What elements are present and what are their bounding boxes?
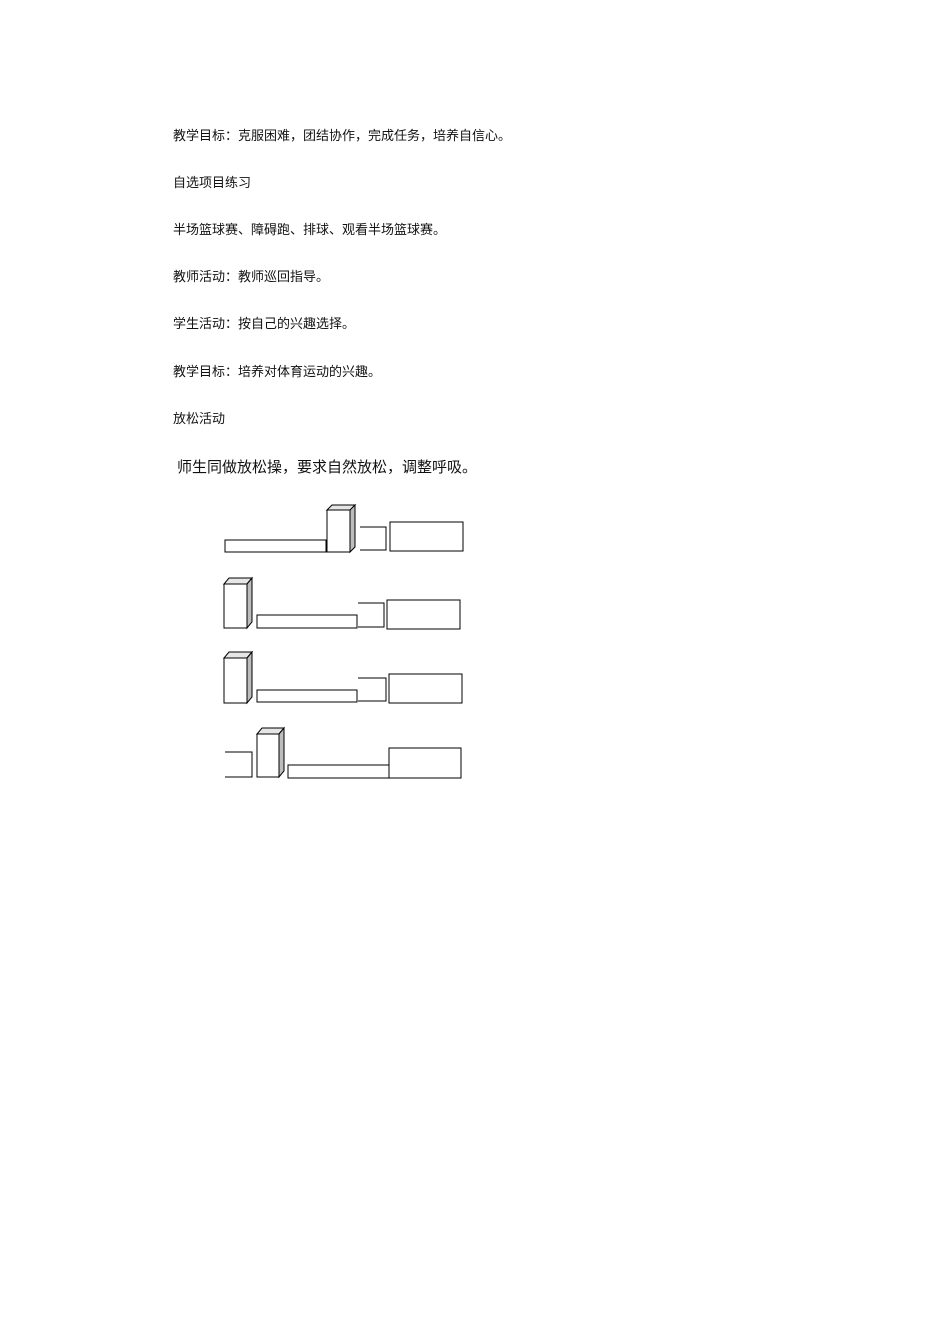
diagram-row-1 — [224, 503, 464, 554]
mat — [386, 599, 461, 630]
bracket-connector — [358, 602, 385, 628]
mat — [389, 521, 464, 552]
student-activity: 学生活动：按自己的兴趣选择。 — [173, 317, 356, 332]
long-bench — [287, 764, 390, 779]
diagram-row-2 — [222, 576, 461, 630]
box-block — [255, 726, 286, 779]
section-title-elective: 自选项目练习 — [173, 176, 252, 191]
elective-items: 半场篮球赛、障碍跑、排球、观看半场篮球赛。 — [173, 223, 447, 238]
box-block — [325, 503, 357, 554]
diagram-row-3 — [222, 650, 463, 705]
teaching-goal-2: 教学目标：培养对体育运动的兴趣。 — [173, 365, 382, 380]
long-bench — [224, 539, 327, 553]
box-block — [222, 576, 254, 630]
teaching-goal-1: 教学目标：克服困难，团结协作，完成任务，培养自信心。 — [173, 129, 512, 144]
diagram-row-4 — [225, 726, 462, 779]
teacher-activity: 教师活动：教师巡回指导。 — [173, 270, 330, 285]
relax-instruction: 师生同做放松操，要求自然放松，调整呼吸。 — [177, 458, 478, 476]
bracket-connector — [358, 677, 387, 702]
long-bench — [256, 614, 358, 629]
long-bench — [256, 689, 358, 703]
box-block — [222, 650, 254, 705]
bracket-connector — [225, 751, 253, 778]
section-title-relax: 放松活动 — [173, 412, 226, 427]
bracket-connector — [360, 526, 387, 551]
mat — [388, 747, 462, 779]
mat — [388, 673, 463, 704]
